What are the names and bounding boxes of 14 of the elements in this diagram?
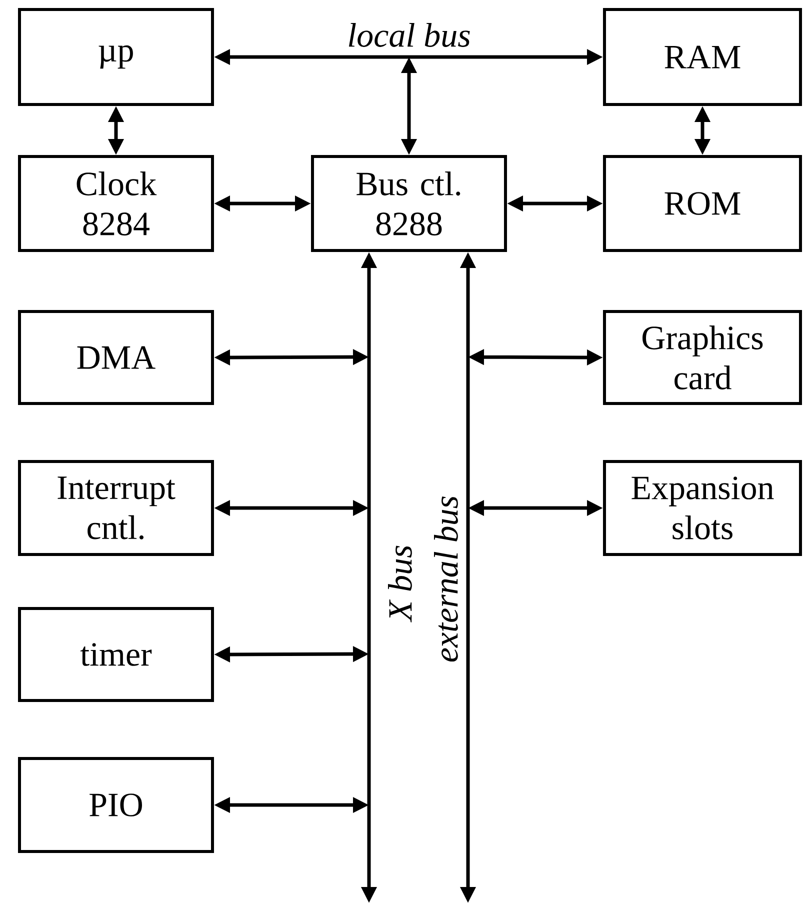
bus-label: X bus: [387, 544, 413, 622]
block-box: DMA: [18, 310, 214, 405]
block-box: Clock 8284: [18, 155, 214, 252]
bus-label: external bus: [433, 494, 459, 664]
block-box: timer: [18, 607, 214, 702]
block-box: µp: [18, 8, 214, 106]
block-box: Expansion slots: [603, 460, 802, 556]
block-box: RAM: [603, 8, 802, 106]
block-box: PIO: [18, 757, 214, 853]
bus-label: local bus: [346, 22, 472, 48]
block-box: ROM: [603, 155, 802, 252]
block-box: Bus ctl. 8288: [311, 155, 507, 252]
block-box: Interrupt cntl.: [18, 460, 214, 556]
block-box: Graphics card: [603, 310, 802, 405]
